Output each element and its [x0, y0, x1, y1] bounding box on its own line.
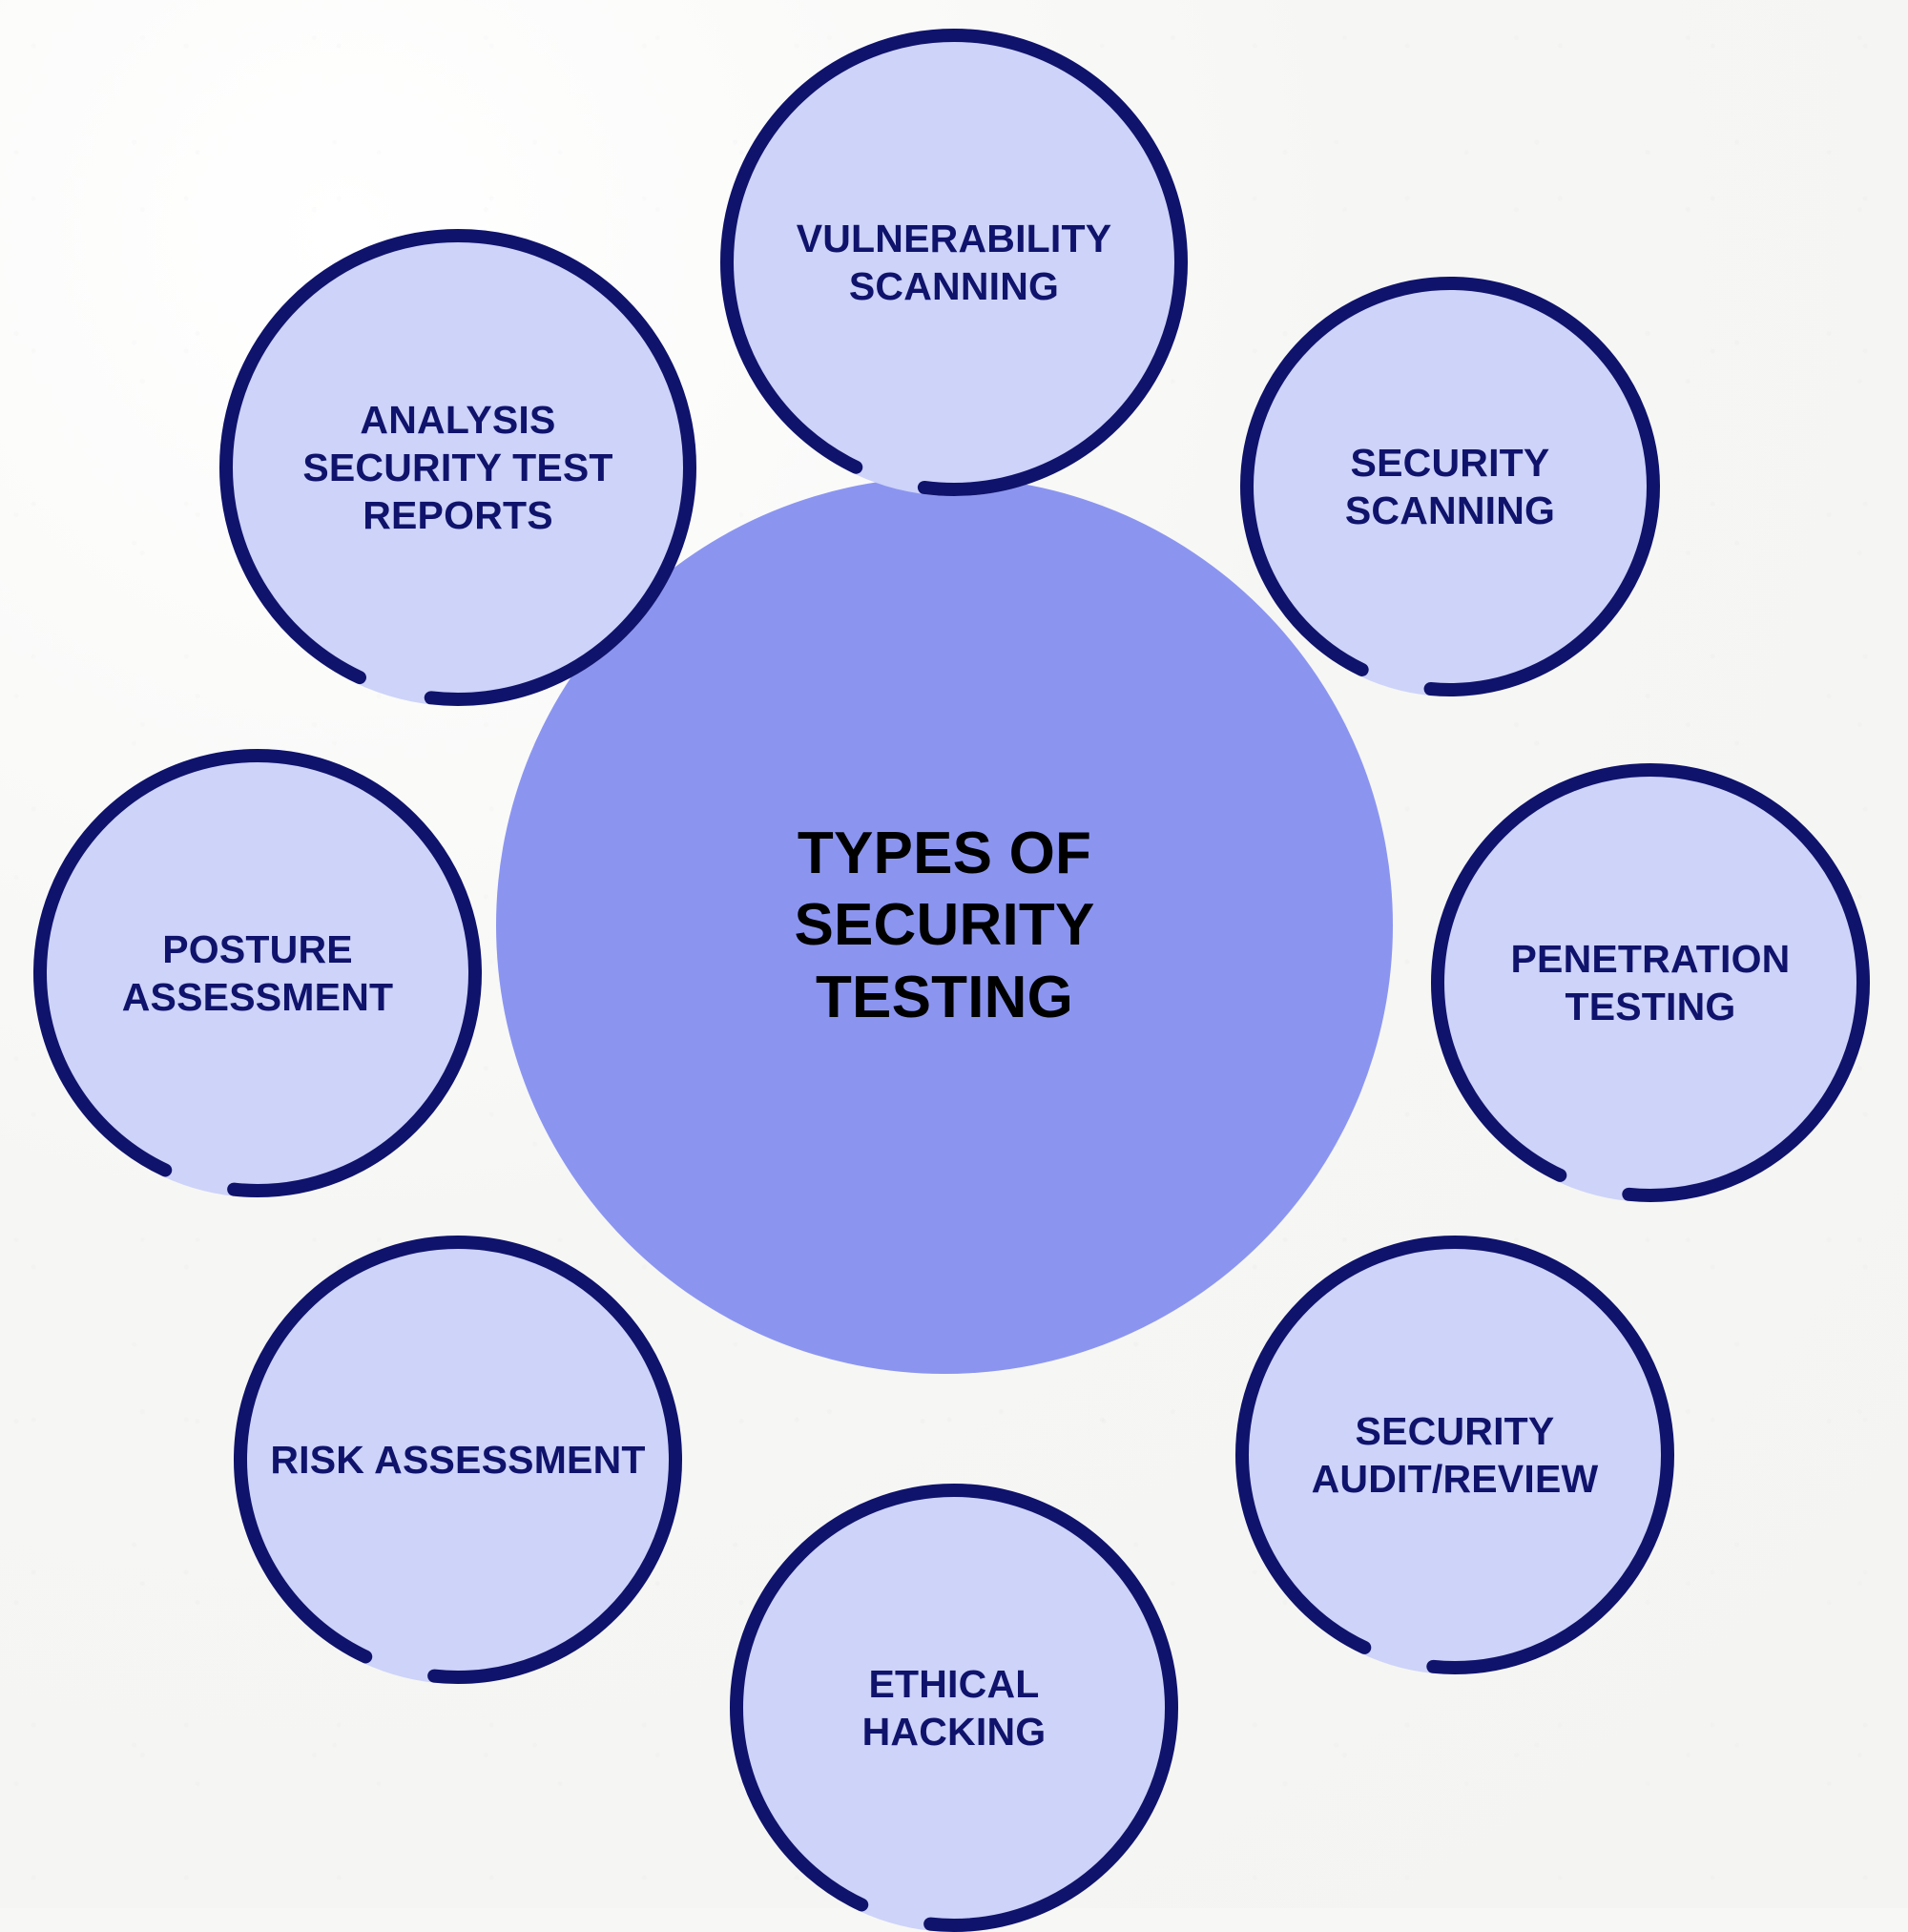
node-label: SECURITY AUDIT/REVIEW — [1311, 1408, 1599, 1501]
node-label: SECURITY SCANNING — [1344, 440, 1556, 532]
node-security-audit-review[interactable]: SECURITY AUDIT/REVIEW — [1235, 1236, 1674, 1674]
center-hub-label: TYPES OF SECURITY TESTING — [794, 820, 1095, 1030]
node-analysis-security-test-reports[interactable]: ANALYSIS SECURITY TEST REPORTS — [219, 229, 696, 706]
node-label: RISK ASSESSMENT — [270, 1437, 646, 1482]
node-label: VULNERABILITY SCANNING — [796, 216, 1112, 308]
node-risk-assessment[interactable]: RISK ASSESSMENT — [234, 1236, 682, 1684]
node-label: POSTURE ASSESSMENT — [121, 926, 394, 1019]
node-label: ETHICAL HACKING — [861, 1661, 1047, 1754]
node-posture-assessment[interactable]: POSTURE ASSESSMENT — [33, 749, 482, 1197]
node-ethical-hacking[interactable]: ETHICAL HACKING — [730, 1484, 1178, 1932]
node-label: ANALYSIS SECURITY TEST REPORTS — [302, 397, 613, 537]
node-penetration-testing[interactable]: PENETRATION TESTING — [1431, 763, 1870, 1202]
node-security-scanning[interactable]: SECURITY SCANNING — [1240, 277, 1660, 696]
node-vulnerability-scanning[interactable]: VULNERABILITY SCANNING — [720, 29, 1188, 496]
node-label: PENETRATION TESTING — [1510, 936, 1791, 1028]
